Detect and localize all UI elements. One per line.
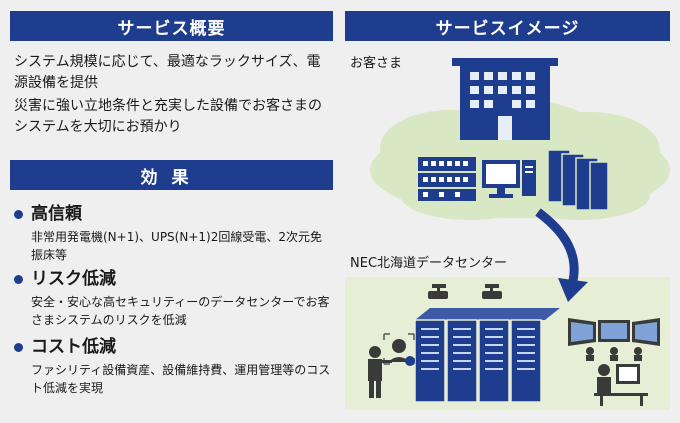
datacenter-racks-icon	[414, 308, 560, 403]
monitoring-screens-icon	[568, 318, 660, 361]
overview-line-2: 災害に強い立地条件と充実した設備でお客さまのシステムを大切にお預かり	[14, 98, 322, 135]
effect-item-title: 高信頼	[31, 204, 82, 224]
bullet-icon	[14, 209, 23, 219]
effect-item-cost: コスト低減 ファシリティ設備資産、設備維持費、運用管理等のコスト低減を実現	[14, 336, 332, 397]
service-image-title: サービスイメージ	[435, 18, 580, 39]
effect-item-title: リスク低減	[31, 269, 116, 289]
effect-item-desc: 非常用発電機(N+1)、UPS(N+1)2回線受電、2次元免振床等	[31, 230, 322, 262]
effect-header: 効果	[10, 160, 333, 190]
operator-icon	[594, 364, 648, 406]
bullet-icon	[14, 274, 23, 284]
service-image-header: サービスイメージ	[345, 11, 670, 41]
effect-title: 効果	[140, 167, 203, 188]
face-recognition-icon	[368, 333, 415, 398]
network-switch-icon	[418, 157, 476, 201]
effect-item-desc: ファシリティ設備資産、設備維持費、運用管理等のコスト低減を実現	[31, 363, 331, 395]
effect-item-risk: リスク低減 安全・安心な高セキュリティーのデータセンターでお客さまシステムのリス…	[14, 268, 332, 329]
security-camera-icon	[428, 284, 502, 299]
effect-item-desc: 安全・安心な高セキュリティーのデータセンターでお客さまシステムのリスクを低減	[31, 295, 330, 327]
effect-item-title: コスト低減	[31, 337, 116, 357]
overview-line-1: システム規模に応じて、最適なラックサイズ、電源設備を提供	[14, 54, 321, 91]
server-rack-icon	[547, 149, 609, 211]
bullet-icon	[14, 342, 23, 352]
effect-item-reliability: 高信頼 非常用発電機(N+1)、UPS(N+1)2回線受電、2次元免振床等	[14, 203, 332, 264]
service-overview-header: サービス概要	[10, 11, 333, 41]
office-building-icon	[452, 58, 558, 140]
customer-label: お客さま	[350, 56, 403, 71]
desktop-pc-icon	[482, 160, 536, 198]
datacenter-label: NEC北海道データセンター	[350, 256, 508, 271]
migration-arrow-icon	[535, 208, 588, 302]
service-overview-title: サービス概要	[117, 18, 226, 39]
